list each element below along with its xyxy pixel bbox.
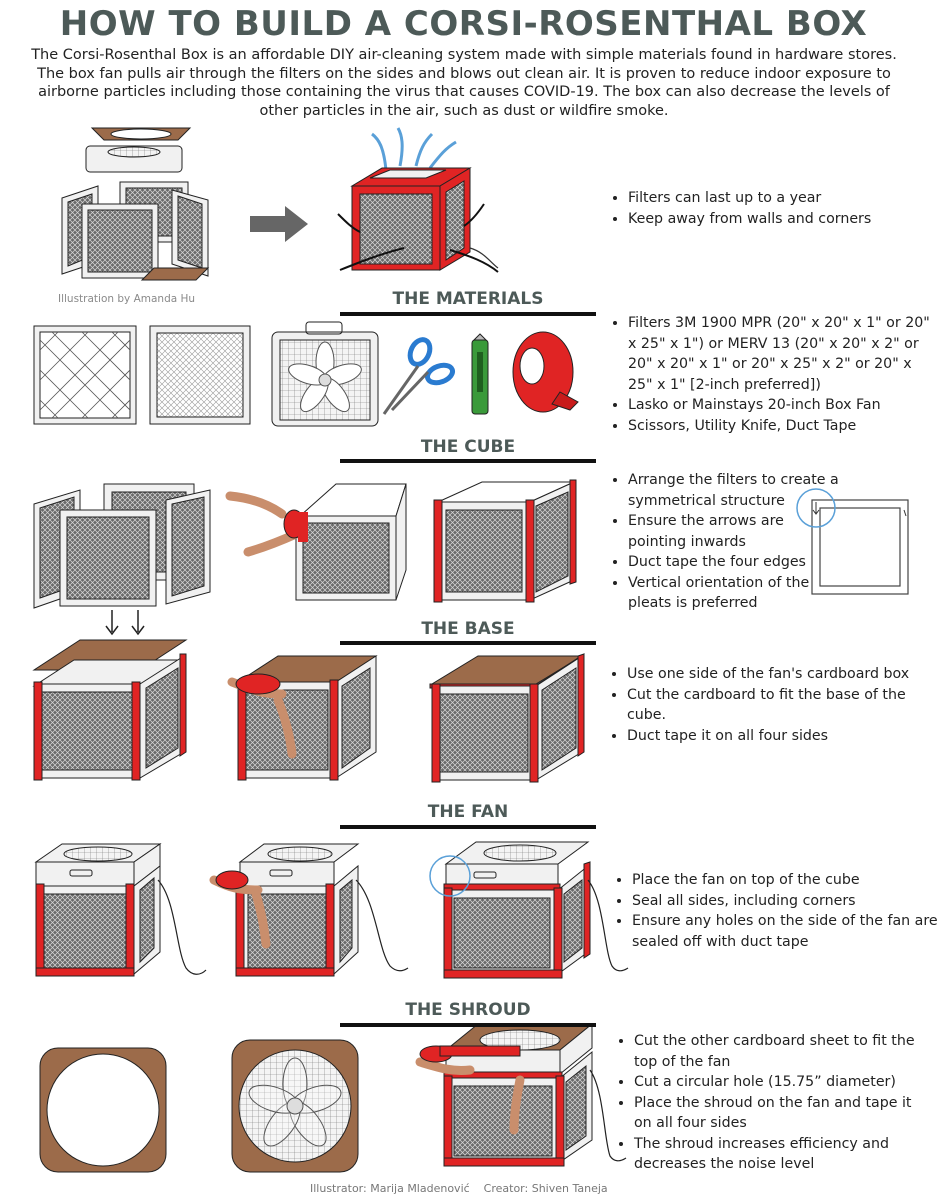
utility-knife-icon — [471, 333, 489, 415]
shroud-step3-illustration — [415, 1022, 627, 1167]
cube-step3-illustration — [433, 479, 577, 603]
section-rule — [340, 825, 596, 829]
list-item: Cut the cardboard to fit the base of the… — [627, 685, 917, 726]
page-title: HOW TO BUILD A CORSI-ROSENTHAL BOX — [59, 4, 868, 44]
illustration-credit: Illustration by Amanda Hu — [58, 293, 196, 305]
duct-tape-icon — [512, 331, 579, 413]
list-item: Cut the other cardboard sheet to fit the… — [634, 1031, 930, 1072]
illustrator-credit: Illustrator: Marija Mladenović — [310, 1182, 470, 1195]
shroud-step2-illustration — [231, 1039, 359, 1173]
list-item: The shroud increases efficiency and decr… — [634, 1134, 930, 1175]
footer-credits: Illustrator: Marija Mladenović Creator: … — [310, 1182, 608, 1195]
section-rule — [340, 459, 596, 463]
list-item: Lasko or Mainstays 20-inch Box Fan — [628, 395, 930, 416]
materials-bullets: Filters 3M 1900 MPR (20" x 20" x 1" or 2… — [606, 313, 930, 436]
materials-illustrations — [33, 321, 579, 427]
section-rule — [340, 312, 596, 316]
fan-bullets: Place the fan on top of the cube Seal al… — [610, 870, 942, 952]
list-item: Place the fan on top of the cube — [632, 870, 942, 891]
list-item: Vertical orientation of the pleats is pr… — [628, 573, 840, 614]
list-item: Duct tape the four edges — [628, 552, 840, 573]
cube-bullets: Arrange the filters to create a symmetri… — [606, 470, 840, 614]
fan-step3-illustration — [429, 841, 629, 979]
intro-paragraph: The Corsi-Rosenthal Box is an affordable… — [31, 47, 897, 119]
creator-credit: Creator: Shiven Taneja — [483, 1182, 608, 1195]
overview-bullets: Filters can last up to a year Keep away … — [606, 188, 928, 229]
section-heading-shroud: THE SHROUD — [405, 1000, 531, 1020]
list-item: Place the shroud on the fan and tape it … — [634, 1093, 930, 1134]
list-item: Scissors, Utility Knife, Duct Tape — [628, 416, 930, 437]
list-item: Seal all sides, including corners — [632, 891, 942, 912]
shroud-step1-illustration — [39, 1047, 167, 1173]
assembled-box-illustration — [337, 127, 499, 273]
section-heading-fan: THE FAN — [427, 802, 509, 822]
list-item: Keep away from walls and corners — [628, 209, 928, 230]
base-bullets: Use one side of the fan's cardboard box … — [605, 664, 917, 746]
list-item: Filters 3M 1900 MPR (20" x 20" x 1" or 2… — [628, 313, 930, 395]
base-step3-illustration — [429, 653, 585, 783]
list-item: Ensure the arrows are pointing inwards — [628, 511, 840, 552]
section-heading-materials: THE MATERIALS — [392, 289, 544, 309]
section-heading-cube: THE CUBE — [420, 437, 516, 457]
fan-step1-illustration — [34, 843, 207, 977]
list-item: Filters can last up to a year — [628, 188, 928, 209]
list-item: Ensure any holes on the side of the fan … — [632, 911, 942, 952]
section-rule — [340, 641, 596, 645]
list-item: Duct tape it on all four sides — [627, 726, 917, 747]
exploded-box-illustration — [61, 127, 210, 281]
list-item: Cut a circular hole (15.75” diameter) — [634, 1072, 930, 1093]
filter-arrow-diagram — [796, 488, 909, 595]
shroud-bullets: Cut the other cardboard sheet to fit the… — [612, 1031, 930, 1175]
section-heading-base: THE BASE — [421, 619, 515, 639]
list-item: Use one side of the fan's cardboard box — [627, 664, 917, 685]
cube-step1-illustration — [33, 483, 211, 636]
scissors-icon — [382, 337, 456, 415]
base-step2-illustration — [227, 655, 378, 781]
section-rule — [340, 1023, 596, 1027]
fan-step2-illustration — [209, 843, 409, 977]
base-step1-illustration — [32, 639, 188, 781]
list-item: Arrange the filters to create a symmetri… — [628, 470, 840, 511]
arrow-icon — [250, 206, 308, 242]
cube-step2-illustration — [225, 483, 407, 601]
